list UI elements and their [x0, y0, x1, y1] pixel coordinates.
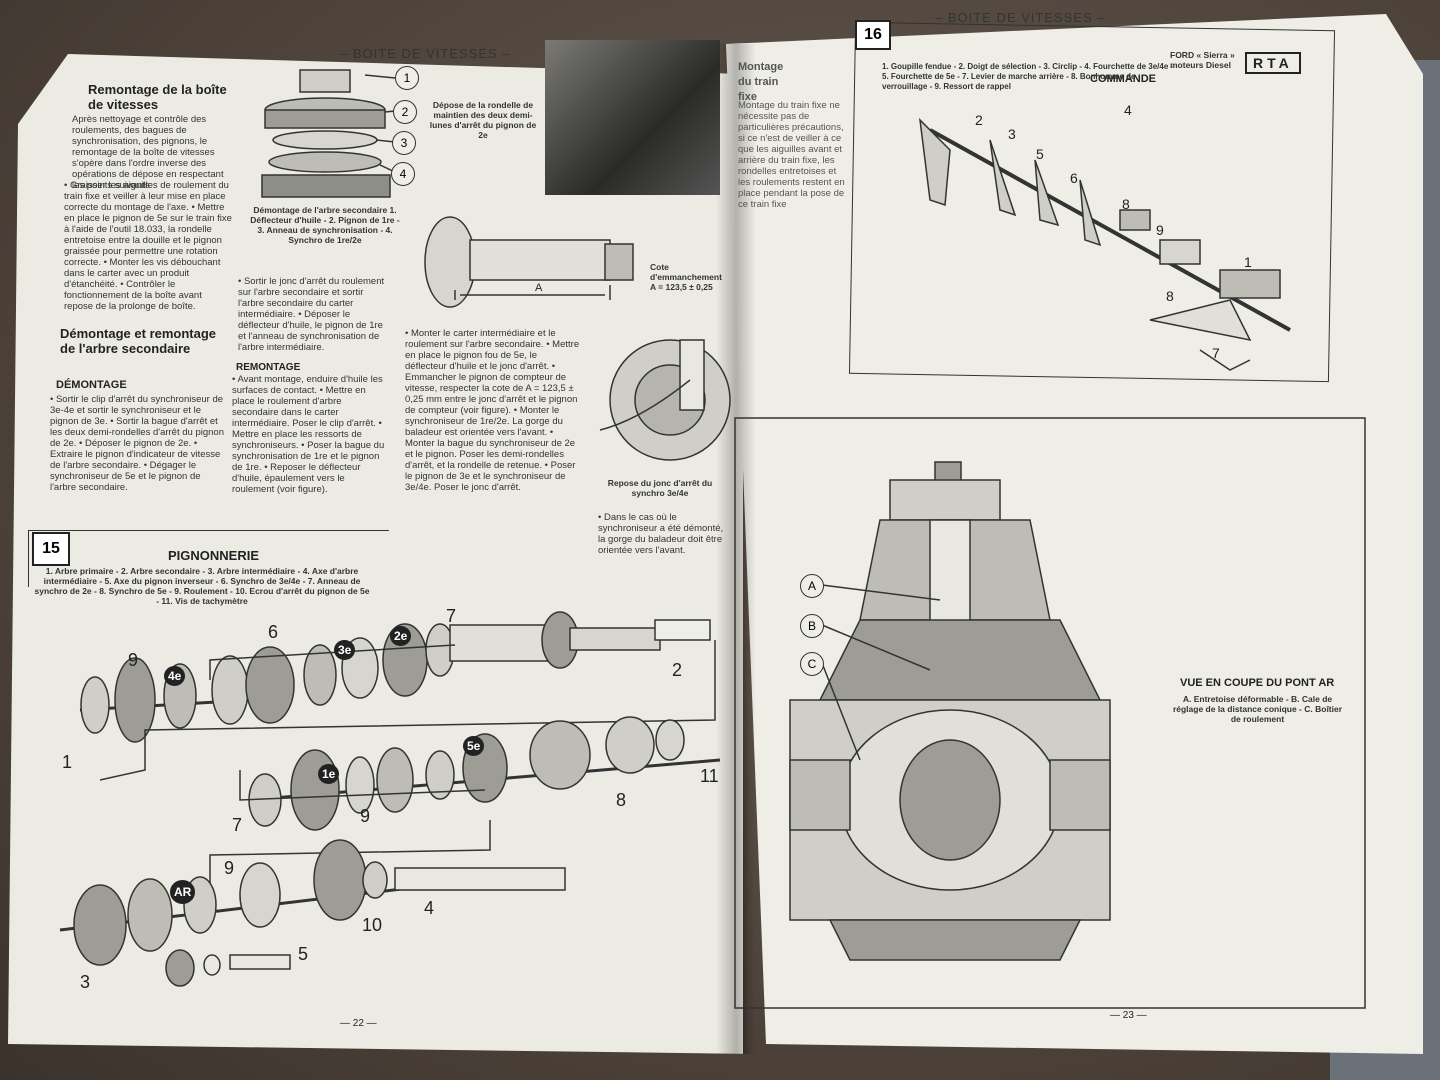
- fig15-label-5e: 5e: [463, 736, 485, 756]
- callout-a: A: [800, 574, 824, 598]
- fig16-label-1: 1: [1244, 254, 1252, 270]
- right-page-number: — 23 —: [1110, 1010, 1147, 1021]
- fig16-label-4: 4: [1124, 102, 1132, 118]
- left-page-number: — 22 —: [340, 1018, 377, 1029]
- fig15-label-1: 1: [62, 752, 73, 772]
- fig16-label-6: 6: [1070, 170, 1078, 186]
- fig15-legend: 1. Arbre primaire - 2. Arbre secondaire …: [34, 566, 370, 606]
- fig16-label-5: 5: [1036, 146, 1044, 162]
- fig16-legend: 1. Goupille fendue - 2. Doigt de sélecti…: [882, 62, 1174, 91]
- fig16-label-8b: 8: [1166, 288, 1174, 304]
- fig15-label-10: 10: [362, 915, 383, 935]
- fig15-label-2: 2: [672, 660, 683, 680]
- fig15-label-11: 11: [700, 766, 719, 786]
- fig16-label-7: 7: [1212, 345, 1220, 361]
- diag-callout-1: 1: [395, 66, 419, 90]
- fig15-label-1e: 1e: [318, 764, 340, 784]
- fig15-label-7a: 7: [446, 606, 457, 626]
- col4-text: • Dans le cas où le synchroniseur a été …: [598, 512, 724, 556]
- workshop-photo: [545, 40, 720, 195]
- section1-title: Remontage de la boîte de vitesses: [88, 82, 227, 112]
- fig15-label-3e: 3e: [334, 640, 356, 660]
- dimension-label-a: A: [535, 282, 543, 294]
- section2-subtitle: DÉMONTAGE: [56, 379, 127, 391]
- fig15-label-9a: 9: [128, 650, 139, 670]
- brand-text: FORD « Sierra » moteurs Diesel: [1170, 50, 1235, 70]
- col3-text: • Monter le carter intermédiaire et le r…: [405, 328, 580, 493]
- fig15-label-6: 6: [268, 622, 279, 642]
- cote-caption: Cote d'emmanchement A = 123,5 ± 0,25: [650, 262, 722, 292]
- pont-figure-legend: A. Entretoise déformable - B. Cale de ré…: [1172, 694, 1343, 724]
- callout-c: C: [800, 652, 824, 676]
- fig15-label-4: 4: [424, 898, 435, 918]
- remontage-title: REMONTAGE: [236, 362, 301, 373]
- section1-text: Après nettoyage et contrôle des roulemen…: [72, 114, 224, 191]
- section1-bullets: • Graisser les aiguilles de roulement du…: [64, 180, 232, 312]
- fig16-label-2: 2: [975, 112, 983, 128]
- side-text-title: Montage du train fixe: [738, 61, 784, 103]
- remontage-text: • Avant montage, enduire d'huile les sur…: [232, 374, 385, 495]
- diag-callout-4: 4: [391, 162, 415, 186]
- fig15-label-9b: 9: [360, 806, 371, 826]
- photo-caption: Dépose de la rondelle de maintien des de…: [429, 100, 537, 140]
- side-text: Montage du train fixe ne nécessite pas d…: [738, 100, 845, 210]
- rta-logo: RTA: [1245, 52, 1301, 74]
- book-gutter: [716, 44, 756, 1054]
- fig15-number: 15: [32, 532, 70, 566]
- fig15-label-5: 5: [298, 944, 309, 964]
- fig15-label-8: 8: [616, 790, 627, 810]
- section2-text: • Sortir le clip d'arrêt du synchroniseu…: [50, 394, 224, 493]
- callout-b: B: [800, 614, 824, 638]
- fig15-label-2e: 2e: [390, 626, 412, 646]
- right-page-header: – BOITE DE VITESSES –: [935, 10, 1106, 25]
- fig16-label-9: 9: [1156, 222, 1164, 238]
- fig15-label-4e: 4e: [164, 666, 186, 686]
- fig15-label-7b: 7: [232, 815, 243, 835]
- fig15-title: PIGNONNERIE: [168, 548, 260, 563]
- fig16-label-3: 3: [1008, 126, 1016, 142]
- diag-callout-2: 2: [393, 100, 417, 124]
- shaft-collar: [299, 69, 351, 93]
- fig15-frame: [28, 530, 389, 587]
- pont-figure-title: VUE EN COUPE DU PONT AR: [1180, 677, 1335, 689]
- fig16-number: 16: [855, 20, 891, 50]
- open-manual: [8, 14, 1423, 1074]
- section2-title: Démontage et remontage de l'arbre second…: [60, 326, 217, 356]
- fig16-title: COMMANDE: [1090, 73, 1156, 85]
- fig15-label-ar: AR: [170, 880, 196, 904]
- fig16-label-8a: 8: [1122, 196, 1130, 212]
- fig15-label-9c: 9: [224, 858, 235, 878]
- diag-caption: Démontage de l'arbre secondaire 1. Défle…: [250, 205, 400, 245]
- left-page-header: – BOITE DE VITESSES –: [340, 46, 511, 61]
- fig15-label-3: 3: [80, 972, 91, 992]
- diag-callout-3: 3: [392, 131, 416, 155]
- repose-caption: Repose du jonc d'arrêt du synchro 3e/4e: [607, 478, 713, 498]
- col2-text: • Sortir le jonc d'arrêt du roulement su…: [238, 276, 385, 353]
